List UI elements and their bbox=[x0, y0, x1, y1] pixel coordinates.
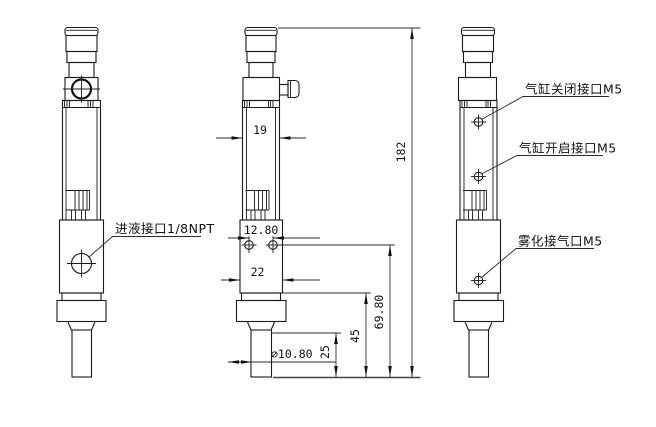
left-view bbox=[56, 26, 107, 378]
dim-holes-to-tip-value: 69.80 bbox=[372, 295, 386, 330]
collar bbox=[56, 299, 107, 323]
knob-stem bbox=[248, 61, 274, 79]
knob-stem bbox=[68, 61, 95, 79]
leader-line bbox=[481, 248, 594, 278]
leader-line bbox=[88, 236, 201, 258]
dim-overall-height-value: 182 bbox=[394, 142, 408, 163]
dim-hole-spacing-value: 12.80 bbox=[244, 223, 279, 237]
dim-overall-height: 182 bbox=[278, 27, 421, 377]
cylinder-open-port-hole bbox=[471, 169, 486, 184]
internal-spring-detail bbox=[66, 190, 90, 221]
internal-spring-detail bbox=[245, 190, 270, 221]
knob-body bbox=[461, 34, 495, 53]
dim-block-width-value: 22 bbox=[251, 265, 265, 279]
cylinder-close-label: 气缸关闭接口M5 bbox=[525, 82, 623, 97]
inlet-port-callout: 进液接口1/8NPT bbox=[88, 221, 215, 258]
atomizing-air-label: 雾化接气口M5 bbox=[518, 234, 603, 249]
knob-body bbox=[245, 34, 277, 53]
nozzle-tube bbox=[250, 329, 273, 378]
knob-cap bbox=[460, 26, 496, 37]
dim-holes-to-tip: 69.80 bbox=[278, 244, 395, 377]
internal-spring-detail bbox=[463, 190, 487, 221]
dim-nozzle-length: 25 bbox=[272, 332, 341, 377]
dim-hole-spacing: 12.80 bbox=[228, 223, 320, 253]
inlet-port-label: 进液接口1/8NPT bbox=[115, 221, 215, 236]
leader-line bbox=[481, 155, 603, 175]
valve-body bbox=[241, 99, 281, 221]
upper-block bbox=[457, 76, 498, 102]
knob-cap bbox=[244, 26, 278, 37]
collar bbox=[235, 299, 287, 323]
dim-collar-to-tip: 45 bbox=[283, 292, 371, 377]
dim-body-width-value: 19 bbox=[253, 123, 267, 137]
cylinder-close-callout: 气缸关闭接口M5 bbox=[481, 82, 623, 120]
knob-body bbox=[65, 34, 98, 53]
cylinder-close-port-hole bbox=[471, 114, 486, 130]
nozzle-tube bbox=[71, 329, 93, 378]
atomizing-air-port-hole bbox=[471, 273, 486, 288]
upper-block bbox=[242, 76, 281, 102]
cylinder-open-label: 气缸开启接口M5 bbox=[519, 141, 617, 156]
callout-labels: 进液接口1/8NPT 气缸关闭接口M5 气缸开启接口M5 雾化接气口M5 bbox=[88, 82, 623, 278]
middle-view bbox=[235, 26, 300, 378]
knob-stem bbox=[464, 61, 492, 79]
dim-body-width: 19 bbox=[216, 123, 306, 140]
knob-cap bbox=[64, 26, 99, 37]
dim-collar-to-tip-value: 45 bbox=[348, 329, 362, 343]
leader-line bbox=[481, 96, 609, 120]
nozzle-tube bbox=[468, 329, 490, 378]
side-port-fitting bbox=[278, 79, 300, 99]
dim-nozzle-diameter-value: ∅10.80 bbox=[271, 347, 313, 361]
valve-body bbox=[61, 99, 102, 221]
dim-nozzle-length-value: 25 bbox=[318, 345, 332, 359]
atomizing-air-callout: 雾化接气口M5 bbox=[481, 234, 603, 278]
right-view bbox=[453, 26, 505, 378]
cylinder-open-callout: 气缸开启接口M5 bbox=[481, 141, 617, 175]
dim-nozzle-diameter: ∅10.80 bbox=[228, 347, 336, 364]
dimensions: 19 12.80 22 ∅10.80 bbox=[216, 27, 421, 379]
collar bbox=[453, 299, 505, 323]
dim-block-width: 22 bbox=[221, 265, 320, 282]
